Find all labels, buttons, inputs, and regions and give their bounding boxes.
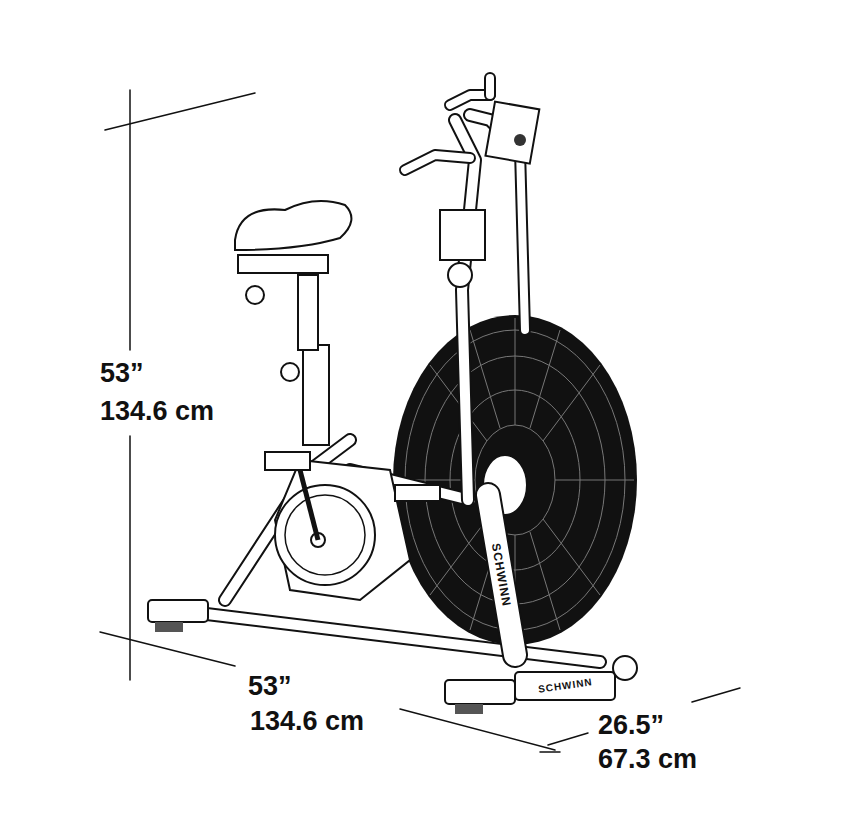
length-dimension: 53” — [248, 673, 292, 700]
width-dimension-metric: 67.3 cm — [598, 746, 697, 773]
height-dimension-metric: 134.6 cm — [100, 398, 214, 425]
width-dimension: 26.5” — [598, 712, 664, 739]
length-dimension-metric: 134.6 cm — [250, 708, 364, 735]
height-dimension: 53” — [100, 360, 144, 387]
